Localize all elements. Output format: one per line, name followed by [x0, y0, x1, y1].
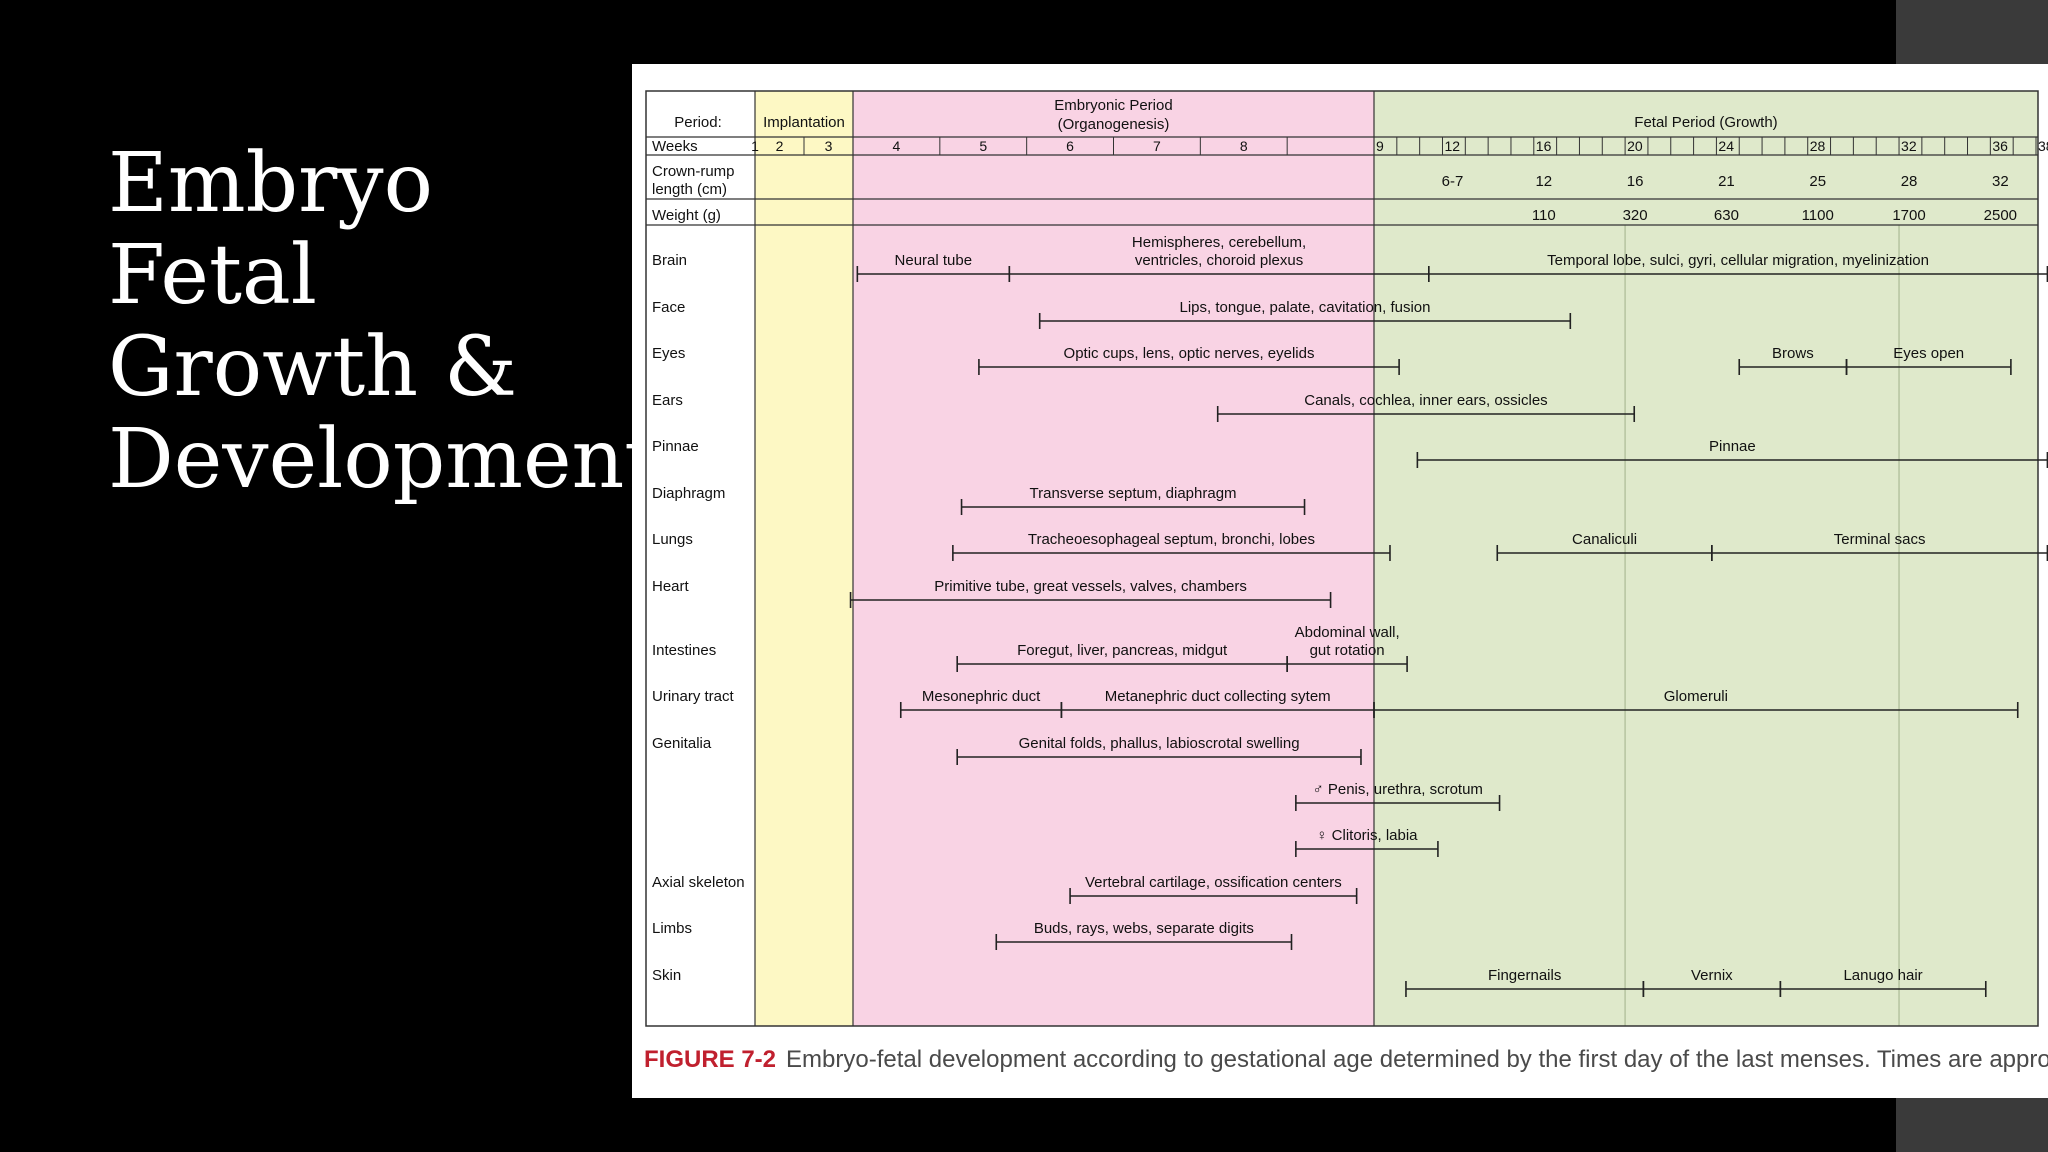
week-label: 8	[1240, 138, 1248, 154]
week-label: 24	[1718, 138, 1734, 154]
bar-label: Brows	[1772, 345, 1814, 362]
figure-panel: Period: Implantation Embryonic Period (Orga…	[632, 64, 2048, 1098]
bar-label: Fingernails	[1488, 967, 1561, 984]
implantation-zone	[755, 91, 853, 1026]
bar-label: Genital folds, phallus, labioscrotal swe…	[1019, 735, 1300, 752]
embryonic-zone	[853, 91, 1374, 1026]
bar-label: Vernix	[1691, 967, 1733, 984]
crown-rump-value: 21	[1718, 173, 1735, 190]
caption-label: FIGURE 7-2	[644, 1046, 777, 1073]
bar-label: Hemispheres, cerebellum,	[1132, 234, 1306, 251]
caption-text: Embryo-fetal development according to ge…	[786, 1046, 2048, 1073]
slide-title-line: Fetal	[108, 228, 318, 323]
bar-label: Foregut, liver, pancreas, midgut	[1017, 642, 1228, 659]
row-label: Eyes	[652, 345, 685, 362]
week-label: 38	[2038, 138, 2048, 154]
bar-label: Canals, cochlea, inner ears, ossicles	[1304, 392, 1547, 409]
row-label: Limbs	[652, 920, 692, 937]
bar-label: Tracheoesophageal septum, bronchi, lobes	[1028, 531, 1315, 548]
fetal-period-label: Fetal Period (Growth)	[1634, 114, 1777, 131]
slide-title: Embryo Fetal Growth & Development	[108, 138, 657, 506]
diagram-frame	[645, 90, 2039, 1027]
bar-label: Mesonephric duct	[922, 688, 1041, 705]
week-label: 4	[893, 138, 901, 154]
crown-rump-value: 12	[1535, 173, 1552, 190]
bar-label: Eyes open	[1893, 345, 1964, 362]
slide-title-line: Growth &	[108, 320, 518, 415]
crown-rump-value: 28	[1901, 173, 1918, 190]
bar-label: Transverse septum, diaphragm	[1030, 485, 1237, 502]
bar-label: ♀ Clitoris, labia	[1316, 827, 1418, 844]
row-label: Genitalia	[652, 735, 712, 752]
embryonic-period-label: Embryonic Period	[1054, 97, 1172, 114]
crown-rump-label: Crown-rump	[652, 163, 735, 180]
bar-label: gut rotation	[1310, 642, 1385, 659]
week-label: 12	[1444, 138, 1460, 154]
corner-decoration	[1896, 1098, 2048, 1152]
crown-rump-value: 6-7	[1442, 173, 1464, 190]
bar-label: Buds, rays, webs, separate digits	[1034, 920, 1254, 937]
slide-title-line: Development	[108, 412, 658, 507]
bar-label: Terminal sacs	[1834, 531, 1926, 548]
row-label: Face	[652, 299, 685, 316]
crown-rump-value: 25	[1809, 173, 1826, 190]
weight-label: Weight (g)	[652, 207, 721, 224]
embryonic-period-sublabel: (Organogenesis)	[1058, 116, 1170, 133]
week-label: 20	[1627, 138, 1643, 154]
week-label: 16	[1536, 138, 1552, 154]
bar-label: Lips, tongue, palate, cavitation, fusion	[1179, 299, 1430, 316]
week-label: 7	[1153, 138, 1161, 154]
week-label: 28	[1810, 138, 1826, 154]
week-label: 1	[751, 138, 759, 154]
weight-value: 320	[1623, 207, 1648, 224]
week-label: 5	[979, 138, 987, 154]
weight-value: 110	[1532, 207, 1556, 224]
row-label: Brain	[652, 252, 687, 269]
weight-value: 2500	[1984, 207, 2017, 224]
row-label: Ears	[652, 392, 683, 409]
crown-rump-value: 16	[1627, 173, 1644, 190]
row-label: Intestines	[652, 642, 716, 659]
bar-label: Pinnae	[1709, 438, 1756, 455]
period-label: Period:	[674, 114, 722, 131]
week-label: 32	[1901, 138, 1917, 154]
bar-label: Lanugo hair	[1843, 967, 1922, 984]
slide-title-line: Embryo	[108, 136, 433, 231]
crown-rump-label: length (cm)	[652, 181, 727, 198]
week-label: 6	[1066, 138, 1074, 154]
figure-caption: FIGURE 7-2 Embryo-fetal development accor…	[644, 1046, 2048, 1074]
fetal-zone	[1374, 91, 2038, 1026]
crown-rump-value: 32	[1992, 173, 2009, 190]
corner-decoration	[1896, 0, 2048, 64]
bar-label: ♂ Penis, urethra, scrotum	[1312, 781, 1482, 798]
week-label: 2	[776, 138, 784, 154]
bar-label: Abdominal wall,	[1295, 624, 1400, 641]
bar-label: ventricles, choroid plexus	[1135, 252, 1303, 269]
weeks-label: Weeks	[652, 138, 698, 155]
row-label: Lungs	[652, 531, 693, 548]
weight-value: 1700	[1892, 207, 1925, 224]
week-label: 3	[825, 138, 833, 154]
weight-value: 1100	[1802, 207, 1834, 224]
bar-label: Primitive tube, great vessels, valves, c…	[934, 578, 1247, 595]
row-label: Diaphragm	[652, 485, 725, 502]
bar-label: Metanephric duct collecting sytem	[1105, 688, 1331, 705]
row-label: Pinnae	[652, 438, 699, 455]
implantation-label: Implantation	[763, 114, 845, 131]
weight-value: 630	[1714, 207, 1739, 224]
bar-label: Temporal lobe, sulci, gyri, cellular mig…	[1547, 252, 1929, 269]
bar-label: Optic cups, lens, optic nerves, eyelids	[1064, 345, 1315, 362]
row-label: Urinary tract	[652, 688, 735, 705]
week-label: 9	[1376, 138, 1384, 154]
week-label: 36	[1992, 138, 2008, 154]
bar-label: Neural tube	[895, 252, 973, 269]
bar-label: Vertebral cartilage, ossification center…	[1085, 874, 1342, 891]
bar-label: Glomeruli	[1664, 688, 1728, 705]
embryo-fetal-timeline-diagram: Period: Implantation Embryonic Period (Orga…	[645, 90, 2048, 1027]
bar-label: Canaliculi	[1572, 531, 1637, 548]
row-label: Axial skeleton	[652, 874, 745, 891]
row-label: Heart	[652, 578, 690, 595]
row-label: Skin	[652, 967, 681, 984]
